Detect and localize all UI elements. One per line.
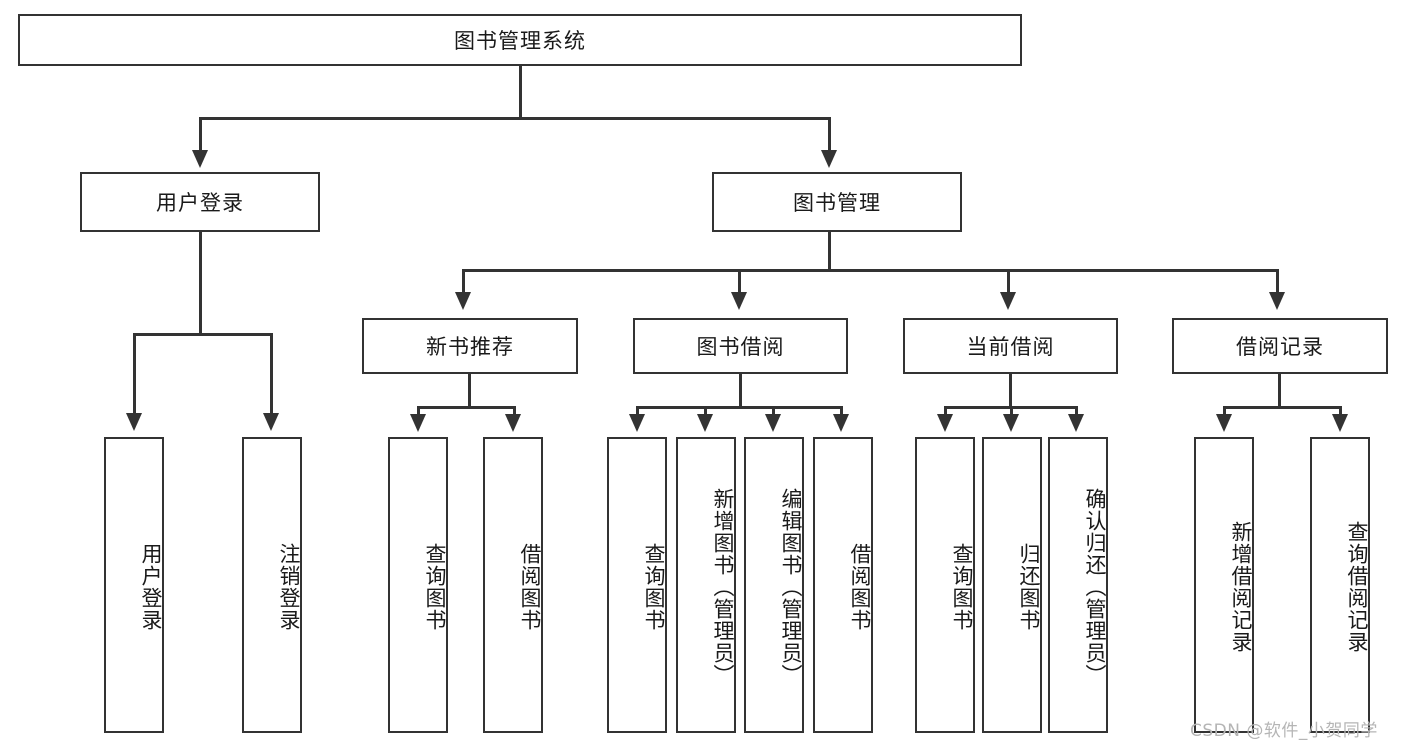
node-book-borrow-label: 图书借阅 xyxy=(696,335,785,359)
arrow-book-mgmt-to-new-books xyxy=(455,292,471,310)
edge-current-to-leaf-1 xyxy=(944,406,947,416)
edge-root-to-user-login xyxy=(199,117,202,152)
node-book-management[interactable]: 图书管理 xyxy=(712,172,962,232)
arrow-new-books-to-leaf-1 xyxy=(410,414,426,432)
arrow-borrow-to-leaf-4 xyxy=(833,414,849,432)
node-borrow-records-label: 借阅记录 xyxy=(1236,335,1324,359)
edge-user-login-bus xyxy=(133,333,273,336)
leaf-logout[interactable]: 注销登录 xyxy=(242,437,302,733)
leaf-borrow-books-new-label: 借阅图书 xyxy=(518,543,542,631)
edge-current-to-leaf-2 xyxy=(1010,406,1013,416)
leaf-search-borrow-record[interactable]: 查询借阅记录 xyxy=(1310,437,1370,733)
arrow-book-mgmt-to-records xyxy=(1269,292,1285,310)
leaf-search-books-borrow-label: 查询图书 xyxy=(642,543,666,631)
edge-borrow-bus xyxy=(636,406,843,409)
edge-book-mgmt-bus xyxy=(462,269,1278,272)
leaf-add-book-admin[interactable]: 新增图书（管理员） xyxy=(676,437,736,733)
edge-borrow-to-leaf-3 xyxy=(772,406,775,416)
leaf-return-book-label: 归还图书 xyxy=(1017,543,1041,631)
csdn-watermark: CSDN @软件_小贺同学 xyxy=(1190,721,1378,741)
leaf-edit-book-admin-label: 编辑图书（管理员） xyxy=(779,488,803,686)
node-user-login[interactable]: 用户登录 xyxy=(80,172,320,232)
leaf-search-books-new-label: 查询图书 xyxy=(423,543,447,631)
leaf-search-borrow-record-label: 查询借阅记录 xyxy=(1345,521,1369,653)
edge-borrow-to-leaf-4 xyxy=(840,406,843,416)
node-book-borrow[interactable]: 图书借阅 xyxy=(633,318,848,374)
leaf-logout-label: 注销登录 xyxy=(277,543,301,631)
arrow-records-to-leaf-2 xyxy=(1332,414,1348,432)
edge-new-books-to-leaf-2 xyxy=(513,406,516,416)
edge-new-books-stem xyxy=(468,374,471,408)
arrow-new-books-to-leaf-2 xyxy=(505,414,521,432)
leaf-confirm-return-admin-label: 确认归还（管理员） xyxy=(1083,488,1107,686)
edge-current-stem xyxy=(1009,374,1012,408)
edge-borrow-to-leaf-1 xyxy=(636,406,639,416)
arrow-book-mgmt-to-current xyxy=(1000,292,1016,310)
node-book-management-label: 图书管理 xyxy=(793,191,881,215)
edge-book-mgmt-to-records xyxy=(1276,269,1279,295)
leaf-borrow-books-new[interactable]: 借阅图书 xyxy=(483,437,543,733)
arrow-borrow-to-leaf-1 xyxy=(629,414,645,432)
edge-records-stem xyxy=(1278,374,1281,408)
arrow-current-to-leaf-3 xyxy=(1068,414,1084,432)
arrow-book-mgmt-to-borrow xyxy=(731,292,747,310)
leaf-add-borrow-record-label: 新增借阅记录 xyxy=(1229,521,1253,653)
edge-root-stem xyxy=(519,66,522,119)
leaf-borrow-book[interactable]: 借阅图书 xyxy=(813,437,873,733)
node-new-book-recommend[interactable]: 新书推荐 xyxy=(362,318,578,374)
leaf-user-login-label: 用户登录 xyxy=(139,543,163,631)
edge-user-login-stem xyxy=(199,232,202,336)
leaf-search-books-borrow[interactable]: 查询图书 xyxy=(607,437,667,733)
node-root-label: 图书管理系统 xyxy=(454,29,586,53)
node-borrow-records[interactable]: 借阅记录 xyxy=(1172,318,1388,374)
leaf-confirm-return-admin[interactable]: 确认归还（管理员） xyxy=(1048,437,1108,733)
arrow-root-to-user-login xyxy=(192,150,208,168)
arrow-borrow-to-leaf-2 xyxy=(697,414,713,432)
arrow-user-login-to-leaf-2 xyxy=(263,413,279,431)
leaf-add-borrow-record[interactable]: 新增借阅记录 xyxy=(1194,437,1254,733)
edge-records-to-leaf-1 xyxy=(1223,406,1226,416)
edge-current-to-leaf-3 xyxy=(1075,406,1078,416)
arrow-root-to-book-mgmt xyxy=(821,150,837,168)
arrow-records-to-leaf-1 xyxy=(1216,414,1232,432)
leaf-search-books-current[interactable]: 查询图书 xyxy=(915,437,975,733)
node-new-book-recommend-label: 新书推荐 xyxy=(426,335,514,359)
edge-book-mgmt-to-current xyxy=(1007,269,1010,295)
edge-records-bus xyxy=(1223,406,1342,409)
edge-records-to-leaf-2 xyxy=(1339,406,1342,416)
leaf-user-login[interactable]: 用户登录 xyxy=(104,437,164,733)
leaf-edit-book-admin[interactable]: 编辑图书（管理员） xyxy=(744,437,804,733)
edge-root-bus xyxy=(199,117,831,120)
edge-user-login-to-leaf-1 xyxy=(133,333,136,415)
leaf-return-book[interactable]: 归还图书 xyxy=(982,437,1042,733)
edge-borrow-stem xyxy=(739,374,742,408)
edge-book-mgmt-to-new-books xyxy=(462,269,465,295)
leaf-search-books-current-label: 查询图书 xyxy=(950,543,974,631)
leaf-add-book-admin-label: 新增图书（管理员） xyxy=(711,488,735,686)
edge-user-login-to-leaf-2 xyxy=(270,333,273,415)
leaf-search-books-new[interactable]: 查询图书 xyxy=(388,437,448,733)
edge-new-books-to-leaf-1 xyxy=(417,406,420,416)
node-root-system[interactable]: 图书管理系统 xyxy=(18,14,1022,66)
edge-root-to-book-mgmt xyxy=(828,117,831,152)
node-current-borrow-label: 当前借阅 xyxy=(966,335,1055,359)
arrow-current-to-leaf-1 xyxy=(937,414,953,432)
node-current-borrow[interactable]: 当前借阅 xyxy=(903,318,1118,374)
arrow-borrow-to-leaf-3 xyxy=(765,414,781,432)
node-user-login-label: 用户登录 xyxy=(156,191,244,215)
edge-book-mgmt-to-borrow xyxy=(738,269,741,295)
arrow-user-login-to-leaf-1 xyxy=(126,413,142,431)
arrow-current-to-leaf-2 xyxy=(1003,414,1019,432)
edge-borrow-to-leaf-2 xyxy=(704,406,707,416)
edge-book-mgmt-stem xyxy=(828,232,831,272)
edge-new-books-bus xyxy=(417,406,516,409)
leaf-borrow-book-label: 借阅图书 xyxy=(848,543,872,631)
